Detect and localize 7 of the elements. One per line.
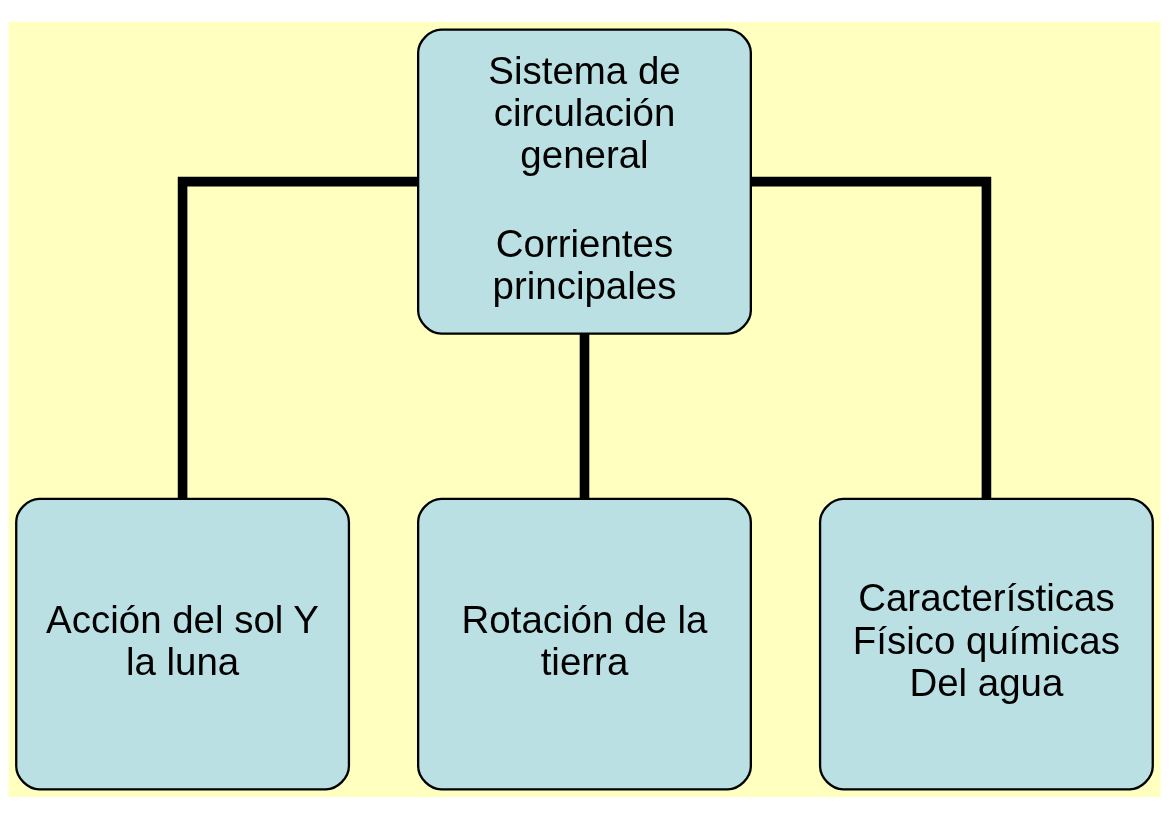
connector (177, 176, 419, 499)
node-box: Características Físico químicas Del agua (818, 497, 1154, 791)
node-box: Sistema de circulación general Corrientes principales (417, 28, 752, 335)
node-box: Acción del sol Y la luna (15, 497, 351, 791)
node-box: Rotación de la tierra (417, 497, 752, 791)
connector (750, 176, 992, 499)
connector (579, 333, 590, 499)
